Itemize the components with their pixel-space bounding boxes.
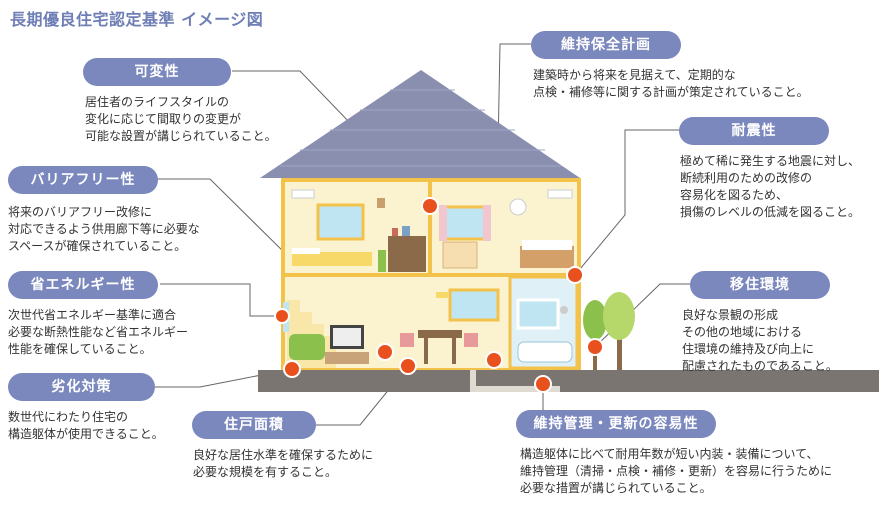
desc-line: 構造躯体が使用できること。 xyxy=(8,427,164,441)
desc-line: 容易化を図るため、 xyxy=(680,188,789,202)
label-taishin: 耐震性 xyxy=(679,117,829,145)
desc-taishin: 極めて稀に発生する地震に対し、 断続利用のための改修の 容易化を図るため、 損傷… xyxy=(680,153,860,221)
desc-line: 建築時から将来を見据えて、定期的な xyxy=(533,68,736,82)
desc-iji-hozen: 建築時から将来を見据えて、定期的な 点検・補修等に関する計画が策定されていること… xyxy=(533,67,809,101)
page-title: 長期優良住宅認定基準 イメージ図 xyxy=(10,10,264,29)
desc-ijikanri: 構造躯体に比べて耐用年数が短い内装・装備について、 維持管理（清掃・点検・補修・… xyxy=(520,446,832,497)
desc-line: 性能を確保していること。 xyxy=(8,342,152,356)
label-ijukankyo: 移住環境 xyxy=(690,271,830,299)
desc-line: 構造躯体に比べて耐用年数が短い内装・装備について、 xyxy=(520,447,819,461)
desc-line: 可能な設置が講じられていること。 xyxy=(85,129,277,143)
desc-energy: 次世代省エネルギー基準に適合 必要な断熱性能など省エネルギー 性能を確保している… xyxy=(8,307,188,358)
desc-line: 損傷のレベルの低減を図ること。 xyxy=(680,205,861,219)
desc-line: 対応できるよう供用廊下等に必要な xyxy=(8,222,200,236)
desc-line: 良好な居住水準を確保するために xyxy=(193,448,374,462)
desc-line: 必要な措置が講じられていること。 xyxy=(520,481,712,495)
desc-kahensei: 居住者のライフスタイルの 変化に応じて間取りの変更が 可能な設置が講じられている… xyxy=(85,94,277,145)
desc-line: 将来のバリアフリー改修に xyxy=(8,205,153,219)
label-ijikanri: 維持管理・更新の容易性 xyxy=(516,410,716,438)
desc-line: 次世代省エネルギー基準に適合 xyxy=(8,308,177,322)
desc-line: スペースが確保されていること。 xyxy=(8,239,187,253)
desc-line: 居住者のライフスタイルの xyxy=(85,95,230,109)
label-kahensei: 可変性 xyxy=(83,58,231,86)
desc-ijukankyo: 良好な景観の形成 その他の地域における 住環境の維持及び向上に 配慮されたもので… xyxy=(682,307,838,375)
desc-line: 変化に応じて間取りの変更が xyxy=(85,112,242,126)
label-iji-hozen: 維持保全計画 xyxy=(531,31,681,59)
label-rekka: 劣化対策 xyxy=(8,373,155,401)
desc-line: 必要な断熱性能など省エネルギー xyxy=(8,325,189,339)
marker-dots xyxy=(274,197,604,393)
desc-line: 必要な規模を有すること。 xyxy=(193,465,338,479)
label-energy: 省エネルギー性 xyxy=(8,271,158,299)
label-barrier-free: バリアフリー性 xyxy=(8,166,158,194)
trees xyxy=(583,292,635,370)
desc-line: 数世代にわたり住宅の xyxy=(8,410,129,424)
desc-line: その他の地域における xyxy=(682,325,803,339)
desc-line: 極めて稀に発生する地震に対し、 xyxy=(680,154,861,168)
desc-line: 断続利用のための改修の xyxy=(680,171,813,185)
ground xyxy=(258,370,879,392)
desc-rekka: 数世代にわたり住宅の 構造躯体が使用できること。 xyxy=(8,409,164,443)
desc-line: 維持管理（清掃・点検・補修・更新）を容易に行うために xyxy=(520,464,833,478)
roof xyxy=(260,70,580,178)
desc-line: 点検・補修等に関する計画が策定されていること。 xyxy=(533,85,809,99)
label-jukomenseki: 住戸面積 xyxy=(192,411,316,439)
desc-line: 良好な景観の形成 xyxy=(682,308,779,322)
desc-line: 住環境の維持及び向上に xyxy=(682,342,815,356)
desc-barrier-free: 将来のバリアフリー改修に 対応できるよう供用廊下等に必要な スペースが確保されて… xyxy=(8,204,200,255)
desc-line: 配慮されたものであること。 xyxy=(682,359,838,373)
desc-jukomenseki: 良好な居住水準を確保するために 必要な規模を有すること。 xyxy=(193,447,373,481)
